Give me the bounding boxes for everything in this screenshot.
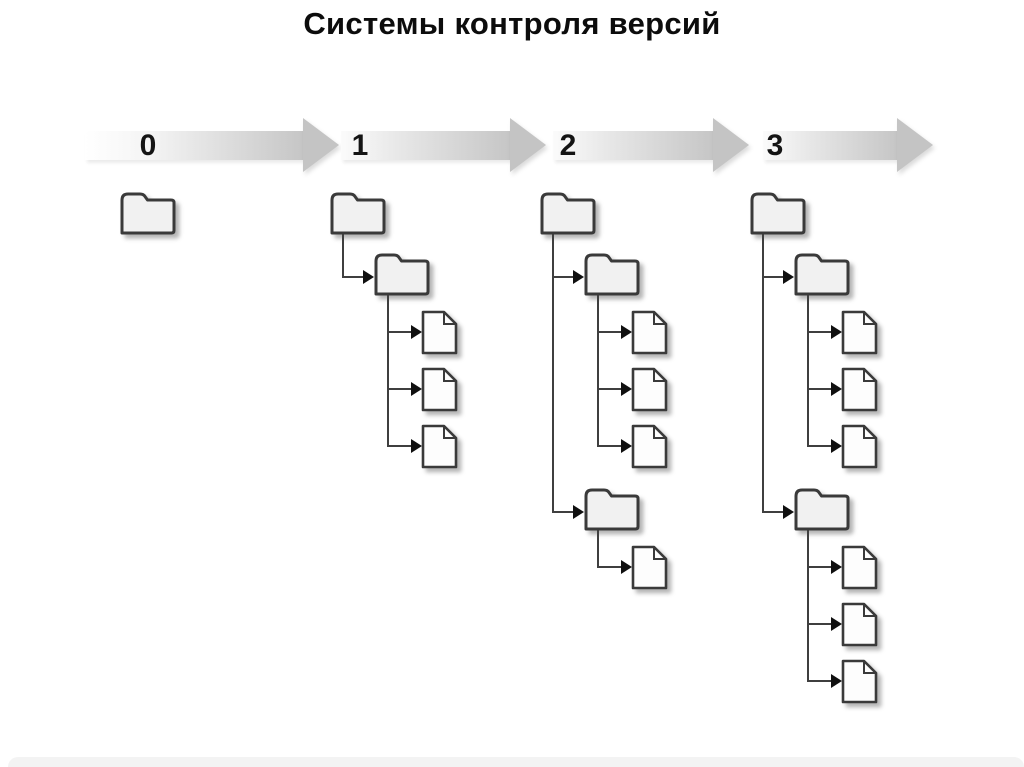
connector-hline [807, 680, 832, 682]
timeline-arrow-shaft [553, 131, 713, 160]
folder-icon [118, 191, 178, 235]
folder-icon [538, 191, 598, 235]
file-icon [840, 310, 879, 355]
connector-arrowhead-icon [831, 674, 842, 688]
timeline-version-label: 2 [559, 129, 577, 162]
connector-hline [597, 331, 622, 333]
connector-hline [762, 276, 784, 278]
connector-hline [807, 445, 832, 447]
folder-icon [582, 487, 642, 531]
file-icon [420, 367, 459, 412]
page-title: Системы контроля версий [303, 6, 721, 41]
connector-hline [387, 445, 412, 447]
connector-arrowhead-icon [621, 560, 632, 574]
bottom-panel-edge [8, 757, 1024, 767]
connector-arrowhead-icon [411, 325, 422, 339]
connector-hline [807, 331, 832, 333]
connector-vline [552, 233, 554, 513]
timeline-arrow-shaft [341, 131, 510, 160]
timeline-version-label: 1 [351, 129, 369, 162]
connector-arrowhead-icon [831, 560, 842, 574]
folder-icon [372, 252, 432, 296]
connector-hline [762, 511, 784, 513]
file-icon [420, 310, 459, 355]
file-icon [630, 367, 669, 412]
connector-vline [342, 233, 344, 278]
connector-hline [552, 276, 574, 278]
timeline-version-label: 3 [766, 129, 784, 162]
timeline-arrow-shaft [85, 131, 303, 160]
file-icon [840, 545, 879, 590]
connector-arrowhead-icon [831, 325, 842, 339]
file-icon [840, 367, 879, 412]
timeline-arrowhead-icon [713, 118, 749, 172]
connector-hline [597, 566, 622, 568]
connector-arrowhead-icon [783, 270, 794, 284]
connector-arrowhead-icon [573, 270, 584, 284]
connector-arrowhead-icon [621, 382, 632, 396]
file-icon [840, 659, 879, 704]
connector-arrowhead-icon [783, 505, 794, 519]
connector-arrowhead-icon [831, 382, 842, 396]
connector-arrowhead-icon [411, 439, 422, 453]
connector-arrowhead-icon [573, 505, 584, 519]
file-icon [420, 424, 459, 469]
timeline-arrow-shaft [763, 131, 897, 160]
connector-vline [387, 293, 389, 447]
connector-arrowhead-icon [411, 382, 422, 396]
connector-hline [807, 566, 832, 568]
connector-vline [597, 293, 599, 447]
timeline-arrowhead-icon [510, 118, 546, 172]
file-icon [630, 545, 669, 590]
connector-hline [807, 623, 832, 625]
connector-hline [552, 511, 574, 513]
connector-hline [597, 388, 622, 390]
connector-hline [387, 331, 412, 333]
connector-hline [342, 276, 364, 278]
connector-arrowhead-icon [621, 439, 632, 453]
folder-icon [582, 252, 642, 296]
file-icon [630, 310, 669, 355]
connector-vline [807, 528, 809, 682]
folder-icon [328, 191, 388, 235]
folder-icon [792, 252, 852, 296]
connector-arrowhead-icon [621, 325, 632, 339]
connector-vline [807, 293, 809, 447]
connector-arrowhead-icon [363, 270, 374, 284]
timeline-arrowhead-icon [303, 118, 339, 172]
file-icon [630, 424, 669, 469]
folder-icon [748, 191, 808, 235]
timeline-version-label: 0 [139, 129, 157, 162]
connector-hline [387, 388, 412, 390]
folder-icon [792, 487, 852, 531]
connector-vline [762, 233, 764, 513]
connector-vline [597, 528, 599, 568]
timeline-arrowhead-icon [897, 118, 933, 172]
connector-hline [597, 445, 622, 447]
connector-arrowhead-icon [831, 439, 842, 453]
connector-arrowhead-icon [831, 617, 842, 631]
file-icon [840, 424, 879, 469]
file-icon [840, 602, 879, 647]
connector-hline [807, 388, 832, 390]
